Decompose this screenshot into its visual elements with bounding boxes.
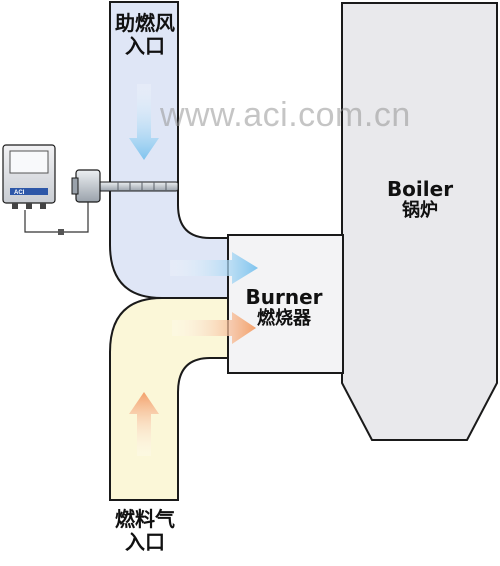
- fuel-inlet-line1: 燃料气: [115, 507, 175, 531]
- burner-label: Burner 燃烧器: [236, 286, 332, 330]
- signal-cable: [24, 202, 89, 233]
- transmitter-gland-1: [12, 203, 18, 209]
- burner-label-cn: 燃烧器: [257, 308, 311, 329]
- boiler-label-cn: 锅炉: [402, 200, 438, 221]
- transmitter-badge: ACI: [14, 190, 25, 196]
- air-arrow-right: [170, 252, 258, 284]
- air-inlet-line2: 入口: [125, 34, 165, 58]
- air-arrow-down: [129, 84, 159, 160]
- cable-connector: [58, 229, 64, 235]
- fuel-inlet-line2: 入口: [125, 530, 165, 554]
- fuel-arrow-up: [129, 392, 159, 456]
- burner-label-en: Burner: [245, 285, 323, 309]
- fuel-inlet-label: 燃料气 入口: [100, 508, 190, 554]
- transmitter-gland-3: [40, 203, 46, 209]
- probe-head: [75, 169, 101, 203]
- boiler-shape: [341, 2, 498, 441]
- boiler-label: Boiler 锅炉: [372, 178, 468, 222]
- burner-box: [227, 234, 344, 374]
- transmitter-gland-2: [26, 203, 32, 209]
- transmitter-badge-bg: [10, 188, 48, 195]
- boiler-label-en: Boiler: [386, 177, 454, 201]
- probe-gland: [71, 177, 79, 195]
- transmitter-display: [9, 150, 49, 174]
- air-inlet-line1: 助燃风: [115, 11, 175, 35]
- air-inlet-label: 助燃风 入口: [100, 12, 190, 58]
- watermark: www.aci.com.cn: [160, 96, 411, 134]
- fuel-arrow-right: [172, 312, 256, 344]
- probe-grooves: [117, 182, 167, 191]
